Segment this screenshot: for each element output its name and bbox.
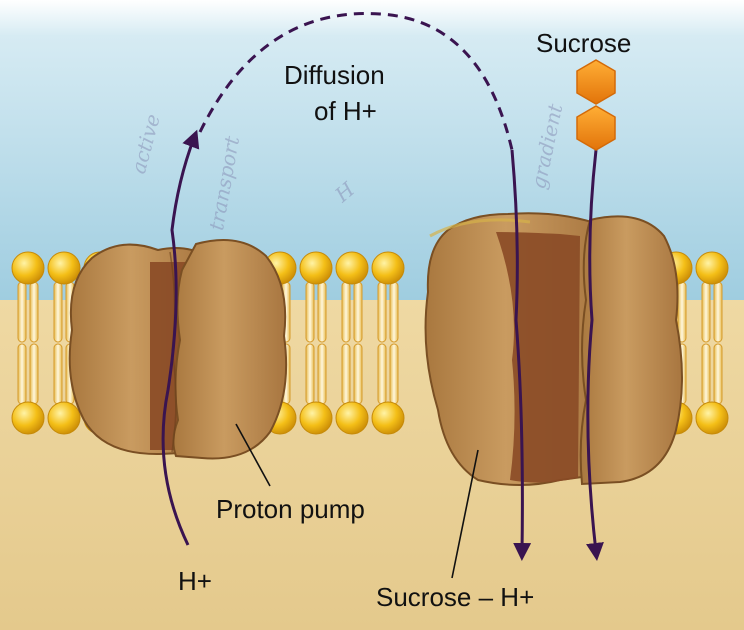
proton-pump-arrow	[161, 129, 200, 546]
diffusion-label-line2: of H+	[314, 96, 377, 126]
lipid-head	[11, 401, 45, 435]
lipid-heads	[11, 251, 729, 435]
lipid-tail	[377, 281, 387, 343]
lipid-tail	[701, 343, 711, 405]
lipid-tail	[29, 343, 39, 405]
lipid-tail	[53, 343, 63, 405]
lipid-head	[11, 251, 45, 285]
lipid-head	[47, 251, 81, 285]
h-plus-label: H+	[178, 566, 212, 596]
lipid-tail	[17, 281, 27, 343]
lipid-head	[335, 401, 369, 435]
lipid-head	[335, 251, 369, 285]
lipid-tail	[353, 281, 363, 343]
diffusion-label-line1: Diffusion	[284, 60, 385, 90]
proton-pump-label: Proton pump	[216, 494, 365, 524]
sucrose-proton-cotransporter	[424, 212, 683, 486]
proton-influx-arrow	[510, 149, 532, 561]
lipid-tail	[17, 343, 27, 405]
lipid-head	[371, 251, 405, 285]
lipid-tail	[389, 343, 399, 405]
lipid-head	[371, 401, 405, 435]
lipid-head	[47, 401, 81, 435]
sucrose-h-leader	[451, 449, 479, 579]
lipid-tail	[305, 281, 315, 343]
diffusion-arc-dashed	[198, 12, 514, 151]
lipid-tail	[377, 343, 387, 405]
sucrose-molecule-icon	[576, 59, 616, 151]
lipid-head	[695, 401, 729, 435]
lipid-tail	[317, 343, 327, 405]
proton-pump-leader	[235, 423, 271, 487]
lipid-tail	[53, 281, 63, 343]
proton-pump-protein	[68, 239, 288, 460]
lipid-tail	[305, 343, 315, 405]
lipid-tail	[353, 343, 363, 405]
lipid-head	[695, 251, 729, 285]
lipid-tail	[389, 281, 399, 343]
lipid-tail	[713, 281, 723, 343]
lipid-tail	[341, 281, 351, 343]
lipid-tail	[341, 343, 351, 405]
sucrose-label: Sucrose	[536, 28, 632, 58]
lipid-head	[299, 401, 333, 435]
lipid-tail	[701, 281, 711, 343]
sucrose-influx-arrow	[586, 149, 604, 561]
lipid-head	[299, 251, 333, 285]
lipid-tail	[29, 281, 39, 343]
sucrose-h-plus-label: Sucrose – H+	[376, 582, 535, 612]
lipid-tail	[713, 343, 723, 405]
lipid-tail	[317, 281, 327, 343]
